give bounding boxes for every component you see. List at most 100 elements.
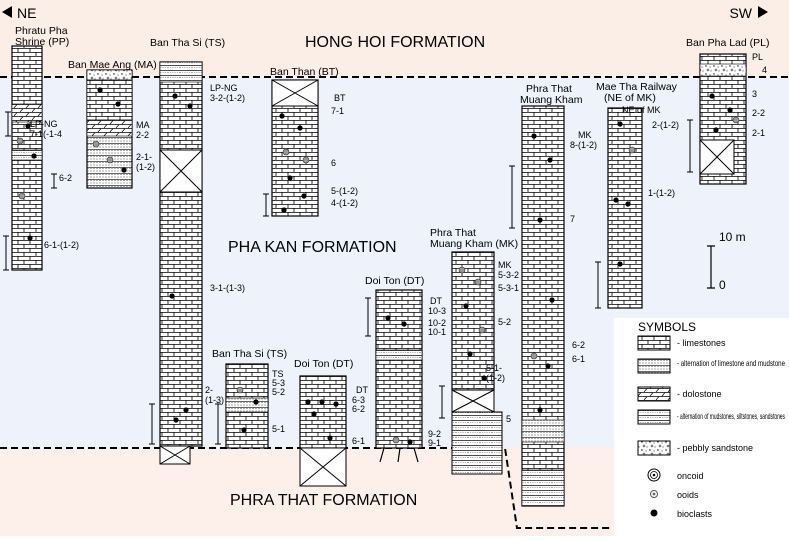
mk-main-altern-bed	[521, 419, 565, 443]
ts-top-sample-2: 2-	[205, 385, 213, 395]
ma-title: Ban Mae Ang (MA)	[68, 59, 157, 71]
pp-mudstone-bed	[11, 149, 43, 161]
oncoid-icon	[647, 468, 661, 482]
ooid-marker	[732, 116, 740, 124]
phra-that-formation-label: PHRA THAT FORMATION	[230, 492, 417, 509]
ts-low-sample-label: TS	[272, 369, 284, 379]
legend-label-dolostone: - dolostone	[677, 389, 722, 399]
pp-title-1: Phratu Pha	[15, 25, 68, 37]
mk-sample-5-2: 5-2	[498, 317, 511, 327]
legend-label-ooids: ooids	[677, 490, 699, 500]
dt-sample-9-2: 9-2	[428, 429, 441, 439]
mk-main-sample-6-2: 6-2	[572, 340, 585, 350]
mk-main-sample-8: 8-(1-2)	[570, 140, 597, 150]
legend-swatch-altern-limestone-mudstone	[637, 358, 671, 374]
bioclast-marker	[713, 127, 719, 133]
bioclast-marker	[173, 417, 179, 423]
pp-dolostone-bed	[11, 103, 43, 123]
dt-sample-9-1: 9-1	[428, 438, 441, 448]
dt-sample-10-2: 10-2	[428, 318, 446, 328]
mk-sample-5-1: 5-1-	[486, 363, 502, 373]
dt-sample-10-3: 10-3	[428, 306, 446, 316]
bioclast-marker	[545, 363, 551, 369]
ts-top-sample-3-2: 3-2-(1-2)	[210, 93, 245, 103]
ts-top-base-cross	[159, 445, 191, 465]
direction-ne: NE	[17, 5, 36, 21]
bioclast-marker	[187, 103, 193, 109]
dt-low-sample-label: DT	[356, 385, 368, 395]
bioclast-marker	[547, 157, 553, 163]
bioclast-marker	[467, 351, 473, 357]
dt-low-sample-6-1: 6-1	[352, 436, 365, 446]
bioclast-marker	[287, 175, 293, 181]
sample-brackets	[3, 111, 693, 445]
dt-base-legs	[379, 447, 419, 463]
bt-covered-cross	[271, 79, 319, 107]
mk-title-2: Muang Kham (MK)	[430, 238, 518, 250]
ooid-marker	[628, 146, 636, 154]
ma-sample-2-2: 2-2	[136, 130, 149, 140]
ts-top-sample-lpng: LP-NG	[210, 83, 238, 93]
bioclast-marker	[617, 121, 623, 127]
bioclast-marker	[727, 107, 733, 113]
legend-label-limestone: - limestones	[677, 338, 726, 348]
legend-label-oncoid: oncoid	[677, 471, 704, 481]
mk-column	[451, 251, 495, 391]
legend-label-mudstones: - alternation of mudstones, siltstones, …	[677, 411, 785, 421]
pl-title: Ban Pha Lad (PL)	[686, 37, 769, 49]
mk-main-mudstone-base	[521, 469, 565, 507]
ma-limestone-bed	[86, 79, 133, 121]
mk-sample-5-3-1: 5-3-1	[498, 283, 519, 293]
bioclast-marker	[97, 87, 103, 93]
ooid-marker	[18, 192, 26, 200]
ts-low-sample-5-3: 5-3	[272, 378, 285, 388]
pp-sample-6-2: 6-2	[59, 173, 72, 183]
legend-label-bioclasts: bioclasts	[677, 509, 713, 519]
ts-top-mudstone-bed	[159, 61, 203, 83]
bioclast-marker	[407, 439, 413, 445]
bioclast-marker	[319, 399, 325, 405]
ooid-marker	[530, 352, 538, 360]
ma-pebbly-bed	[86, 69, 133, 81]
mtr-sample-label: NE of MK	[622, 105, 661, 115]
scale-label-top: 10 m	[719, 230, 746, 244]
pl-covered-cross	[699, 139, 735, 175]
bioclast-marker	[183, 407, 189, 413]
dt-low-sample-6-2: 6-2	[352, 404, 365, 414]
bioclast-marker	[613, 197, 619, 203]
mk-main-title-2: Muang Kham	[520, 94, 583, 106]
arrow-right-icon	[758, 6, 768, 18]
mk-title-1: Phra That	[430, 227, 476, 239]
dt-low-column	[299, 375, 347, 449]
arrow-left-icon	[2, 6, 12, 18]
legend-swatch-limestone	[637, 335, 671, 351]
bioclast-marker	[31, 153, 37, 159]
ts-top-sample-2-sub: (1-3)	[205, 395, 224, 405]
dt-column	[375, 289, 423, 449]
legend-title: SYMBOLS	[638, 320, 696, 334]
dt-mudstone-bed	[375, 349, 423, 361]
dt-title: Doi Ton (DT)	[365, 275, 424, 287]
dt-low-sample-6-3: 6-3	[352, 395, 365, 405]
pp-sample-lpng: LP-NG	[30, 119, 58, 129]
ooid-marker	[302, 156, 310, 164]
pp-sample-7-1: 7-1(-1-4	[30, 129, 62, 139]
bioclast-marker	[25, 123, 31, 129]
pl-pebbly-bed	[699, 63, 747, 77]
pl-sample-4: 4	[762, 65, 767, 75]
bioclast-marker	[463, 303, 469, 309]
ts-top-covered-cross	[159, 149, 203, 193]
mtr-title-2: (NE of MK)	[604, 92, 656, 104]
bioclast-marker	[311, 411, 317, 417]
bioclast-marker	[281, 207, 287, 213]
bioclast-marker	[709, 93, 715, 99]
ts-low-title: Ban Tha Si (TS)	[212, 348, 287, 360]
mk-main-sample-6-1: 6-1	[572, 354, 585, 364]
bt-title: Ban Than (BT)	[270, 66, 339, 78]
bioclast-marker	[537, 217, 543, 223]
ooid-marker	[106, 156, 114, 164]
legend-swatch-dolostone	[637, 386, 671, 402]
legend-swatch-pebbly-sandstone	[637, 440, 671, 456]
